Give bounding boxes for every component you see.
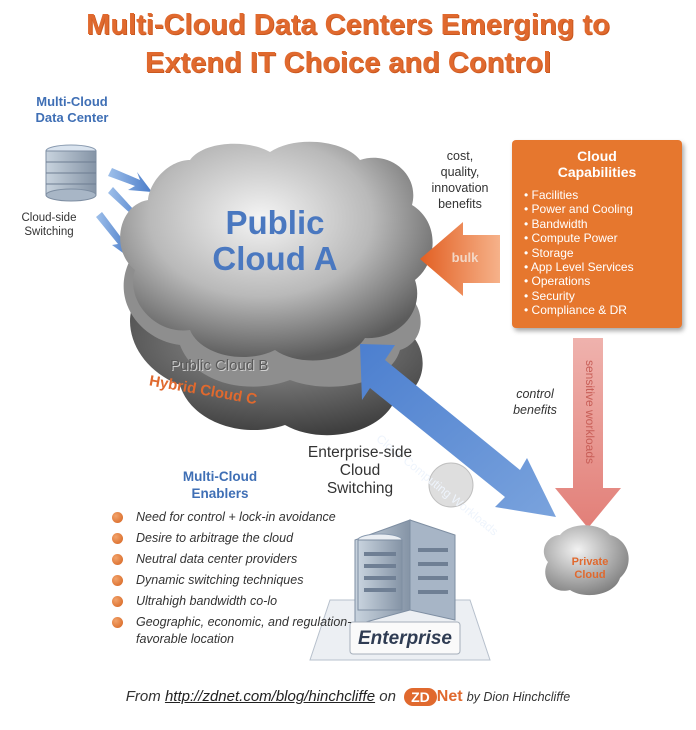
capability-item: Compute Power [524, 231, 682, 245]
diagram-title: Multi-Cloud Data Centers Emerging to Ext… [0, 6, 696, 82]
cloud-capabilities-title-line-2: Capabilities [557, 164, 637, 180]
footer-author: by Dion Hinchcliffe [466, 690, 571, 704]
enablers-title-line-1: Multi-Cloud [182, 469, 258, 484]
control-benefits-line-2: benefits [513, 403, 557, 417]
enterprise-building-icon [309, 519, 491, 661]
enabler-item: Desire to arbitrage the cloud [108, 528, 368, 549]
enabler-item: Dynamic switching techniques [108, 570, 368, 591]
private-cloud-line-2: Cloud [574, 569, 606, 581]
cost-benefits-label: cost, quality, innovation benefits [420, 148, 500, 212]
capability-item: App Level Services [524, 260, 682, 274]
cloud-capabilities-title-line-1: Cloud [577, 148, 617, 164]
cloud-computing-workloads-arrow [360, 344, 556, 517]
footer-on: on [379, 688, 396, 705]
enterprise-switching-line-3: Switching [326, 480, 394, 497]
zdnet-logo: ZD [404, 688, 437, 707]
title-line-1: Multi-Cloud Data Centers Emerging to [86, 9, 610, 41]
data-center-label-line-1: Multi-Cloud [36, 94, 108, 109]
enabler-item: Need for control + lock-in avoidance [108, 507, 368, 528]
enterprise-switching-line-2: Cloud [339, 462, 381, 479]
zdnet-logo-net: Net [436, 688, 463, 706]
public-cloud-a-label: Public Cloud A [195, 205, 355, 277]
enabler-item: Geographic, economic, and regulation-fav… [108, 612, 368, 648]
bulk-label: bulk [451, 250, 479, 265]
enablers-title: Multi-Cloud Enablers [160, 468, 280, 502]
enablers-title-line-2: Enablers [191, 486, 249, 501]
sensitive-workloads-label: sensitive workloads [583, 359, 597, 465]
footer-blog-link[interactable]: http://zdnet.com/blog/hinchcliffe [164, 688, 376, 705]
enabler-item: Ultrahigh bandwidth co-lo [108, 591, 368, 612]
cloud-side-switching-label: Cloud-side Switching [14, 211, 84, 239]
cloud-capabilities-title: Cloud Capabilities [512, 148, 682, 180]
enterprise-label: Enterprise [358, 628, 452, 649]
cost-benefits-line-1: cost, [446, 149, 474, 163]
data-center-icon [45, 144, 97, 202]
title-line-2: Extend IT Choice and Control [144, 47, 551, 79]
footer-from: From [125, 688, 161, 705]
cloud-side-switching-line-2: Switching [24, 226, 74, 238]
control-benefits-line-1: control [516, 387, 554, 401]
sensitive-workloads-arrow [555, 338, 621, 528]
public-cloud-a-line-1: Public [225, 204, 325, 241]
cloud-capabilities-box: Cloud Capabilities Facilities Power and … [512, 140, 682, 328]
public-cloud-a-shape [120, 141, 433, 361]
cost-benefits-line-3: innovation [431, 181, 489, 195]
cloud-side-switching-line-1: Cloud-side [21, 212, 77, 224]
enabler-item: Neutral data center providers [108, 549, 368, 570]
cost-benefits-line-4: benefits [438, 197, 482, 211]
private-cloud-shape [543, 525, 629, 596]
enterprise-switching-label: Enterprise-side Cloud Switching [295, 444, 425, 498]
data-center-label: Multi-Cloud Data Center [22, 94, 122, 126]
enablers-list: Need for control + lock-in avoidance Des… [108, 507, 368, 648]
data-center-label-line-2: Data Center [35, 110, 109, 125]
capability-item: Security [524, 289, 682, 303]
private-cloud-label: Private Cloud [560, 556, 620, 582]
footer-credit: From http://zdnet.com/blog/hinchcliffe o… [0, 688, 696, 707]
private-cloud-line-1: Private [571, 556, 609, 568]
control-benefits-label: control benefits [505, 386, 565, 418]
capability-item: Bandwidth [524, 217, 682, 231]
public-cloud-a-line-2: Cloud A [212, 240, 338, 277]
bulk-arrow [420, 222, 500, 296]
cloud-capabilities-list: Facilities Power and Cooling Bandwidth C… [512, 188, 682, 318]
capability-item: Compliance & DR [524, 303, 682, 317]
capability-item: Storage [524, 246, 682, 260]
capability-item: Operations [524, 274, 682, 288]
cost-benefits-line-2: quality, [440, 165, 480, 179]
enterprise-switching-hub [428, 462, 474, 508]
capability-item: Facilities [524, 188, 682, 202]
capability-item: Power and Cooling [524, 202, 682, 216]
public-cloud-b-label: Public Cloud B [170, 357, 269, 374]
enterprise-switching-line-1: Enterprise-side [307, 444, 413, 461]
